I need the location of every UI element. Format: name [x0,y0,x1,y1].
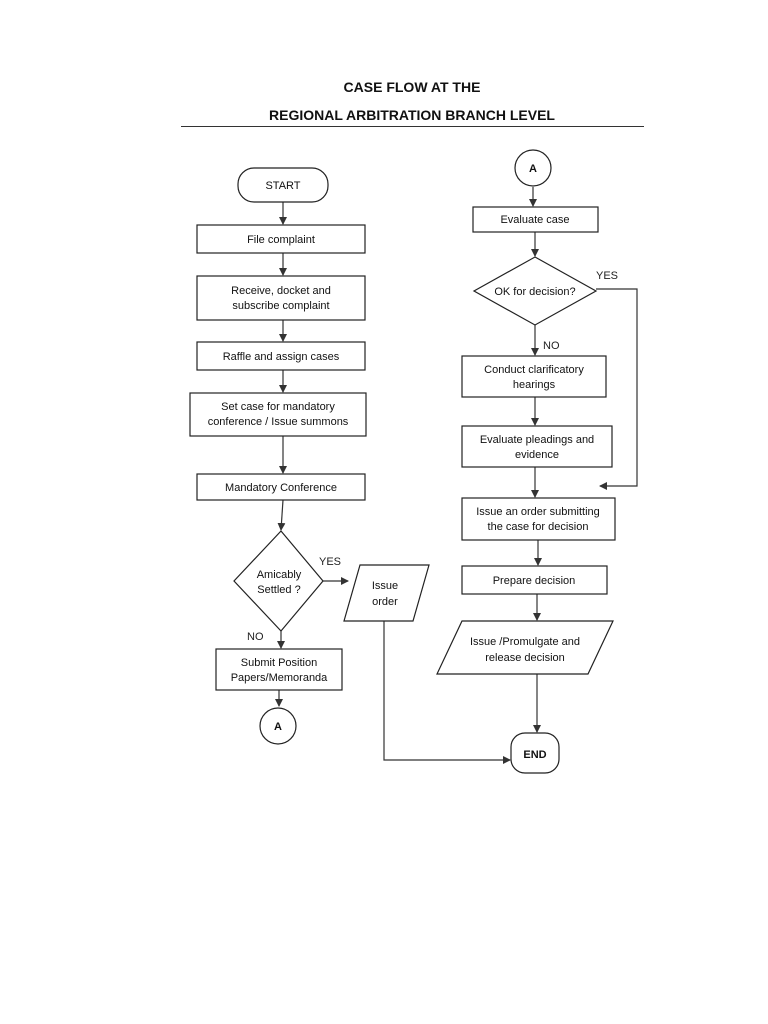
evaluate-pleadings-box [461,425,613,468]
file-complaint-box [196,224,366,254]
set-case-label-2: conference / Issue summons [208,416,349,428]
evaluate-case-box [472,206,599,233]
raffle-assign-label: Raffle and assign cases [223,351,340,363]
receive-docket-label-1: Receive, docket and [231,285,331,297]
clarificatory-hearings-box [461,355,607,398]
set-case-box [189,392,367,437]
promulgate-decision-parallelogram [436,620,614,675]
prepare-decision-label: Prepare decision [493,575,576,587]
connector-a-top [514,149,552,187]
evaluate-case-label: Evaluate case [500,214,569,226]
submit-position-box [215,648,343,691]
clarificatory-hearings-label-1: Conduct clarificatory [484,364,584,376]
ok-for-decision-label: OK for decision? [494,286,575,298]
ok-yes-label: YES [596,270,618,282]
clarificatory-hearings-label-2: hearings [513,379,556,391]
raffle-assign-box [196,341,366,371]
issue-order-submitting-box [461,497,616,541]
submit-position-label-2: Papers/Memoranda [231,672,328,684]
issue-order-submitting-label-1: Issue an order submitting [476,506,600,518]
amicable-no-label: NO [247,631,264,643]
title-underline [181,126,644,127]
connector-a-bottom-label: A [274,721,282,733]
edge-conference-to-amicable [277,499,286,531]
edge-ok-yes-to-issue-submit [596,288,638,490]
diagram-title-line-2: REGIONAL ARBITRATION BRANCH LEVEL [269,107,555,123]
connector-a-bottom [259,707,297,745]
start-label: START [265,180,300,192]
receive-docket-label-2: subscribe complaint [232,300,329,312]
diagram-title-line-1: CASE FLOW AT THE [343,79,481,95]
receive-docket-box [196,275,366,321]
issue-order-label-2: order [372,596,398,608]
set-case-label-1: Set case for mandatory [221,401,335,413]
end-terminator [510,732,560,774]
submit-position-label-1: Submit Position [241,657,317,669]
prepare-decision-box [461,565,608,595]
amicably-settled-label-2: Settled ? [257,584,300,596]
mandatory-conference-label: Mandatory Conference [225,482,337,494]
evaluate-pleadings-label-2: evidence [515,449,559,461]
issue-order-label-1: Issue [372,580,398,592]
issue-order-parallelogram [343,564,430,622]
start-terminator [237,167,329,203]
end-label: END [523,749,546,761]
evaluate-pleadings-label-1: Evaluate pleadings and [480,434,594,446]
amicable-yes-label: YES [319,556,341,568]
amicably-settled-label-1: Amicably [257,569,302,581]
ok-no-label: NO [543,340,560,352]
edge-issue-order-to-end [383,621,511,764]
amicably-settled-decision [233,530,324,632]
promulgate-decision-label-2: release decision [485,652,565,664]
mandatory-conference-box [196,473,366,501]
issue-order-submitting-label-2: the case for decision [488,521,589,533]
promulgate-decision-label-1: Issue /Promulgate and [470,636,580,648]
file-complaint-label: File complaint [247,234,315,246]
ok-for-decision-decision [472,256,598,326]
connector-a-top-label: A [529,163,537,175]
